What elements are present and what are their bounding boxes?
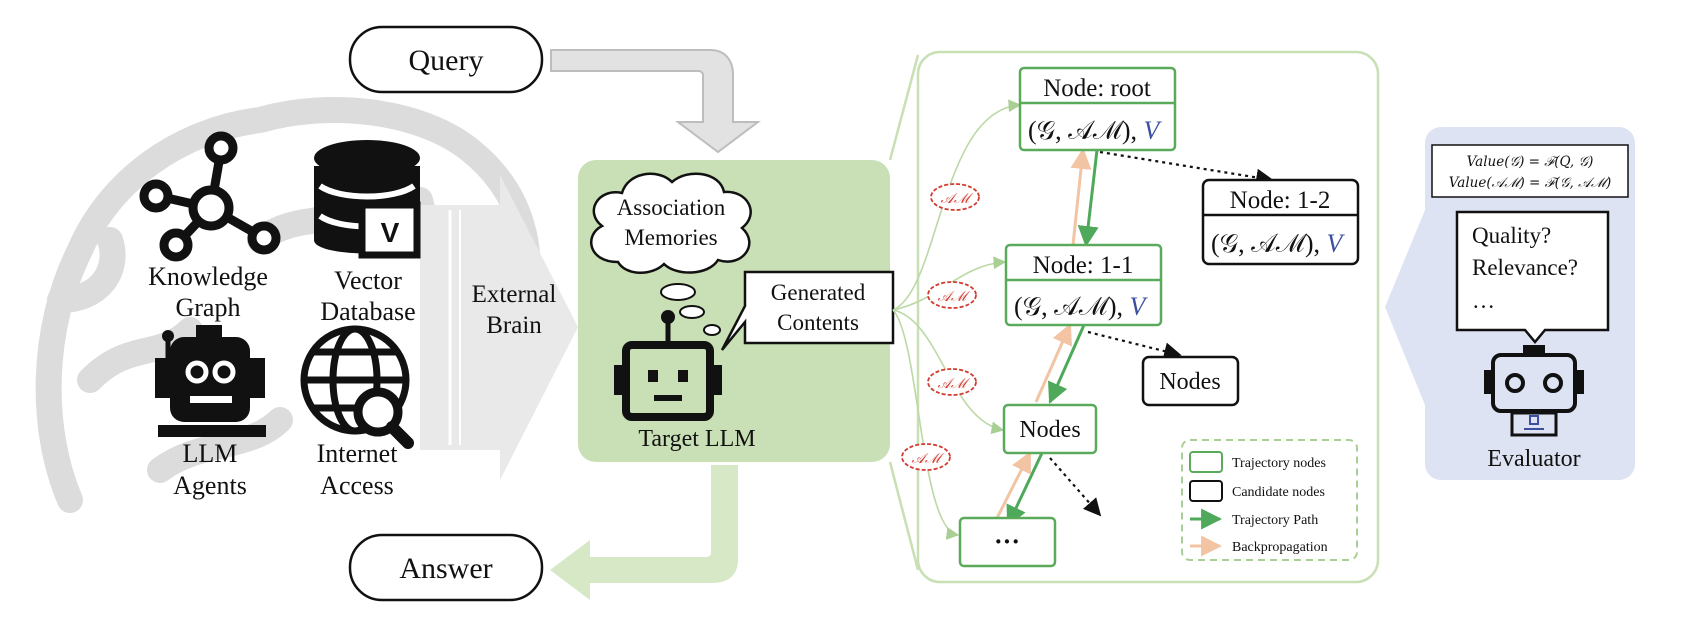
- node-1-2-value: V: [1327, 229, 1346, 258]
- node-1-2-state: (𝒢, 𝒜ℳ),: [1211, 229, 1327, 258]
- am-tag-text: 𝒜ℳ: [941, 191, 974, 207]
- knowledge-graph-icon: [139, 131, 281, 262]
- trajectory-nodes-label: Nodes: [1019, 417, 1080, 443]
- speech-label-1: Generated: [771, 280, 866, 305]
- evaluator-label: Evaluator: [1487, 446, 1580, 472]
- question-relevance: Relevance?: [1472, 255, 1578, 280]
- llm-agents-label-2: Agents: [173, 471, 247, 500]
- speech-bubble: Generated Contents: [720, 270, 895, 351]
- node-1-1: Node: 1-1 (𝒢, 𝒜ℳ), V: [1004, 243, 1163, 327]
- am-tag-text: 𝒜ℳ: [912, 451, 945, 467]
- legend-candidate-swatch: [1189, 480, 1223, 502]
- globe-search-icon: [300, 325, 414, 449]
- legend-trajectory-swatch: [1189, 451, 1223, 473]
- backpropagation-path: [994, 147, 1092, 521]
- evaluator-question-bubble: Quality? Relevance? …: [1455, 210, 1610, 344]
- question-quality: Quality?: [1472, 223, 1551, 248]
- node-1-2: Node: 1-2 (𝒢, 𝒜ℳ), V: [1201, 178, 1360, 266]
- trajectory-path: [1006, 149, 1099, 527]
- node-root-title: Node: root: [1043, 75, 1151, 102]
- svg-text:(𝒢, 𝒜ℳ), V: (𝒢, 𝒜ℳ), V: [1014, 292, 1149, 321]
- zoom-line-top: [888, 54, 920, 161]
- robot-agent-icon: [155, 325, 266, 437]
- internet-access-label-1: Internet: [317, 439, 399, 468]
- knowledge-graph-label-1: Knowledge: [148, 262, 268, 291]
- query-label: Query: [409, 44, 484, 77]
- node-1-1-state: (𝒢, 𝒜ℳ),: [1014, 292, 1130, 321]
- am-tag: 𝒜ℳ: [930, 183, 980, 211]
- am-tag-text: 𝒜ℳ: [938, 376, 971, 392]
- internet-access-label-2: Access: [320, 471, 394, 500]
- thought-label-1: Association: [617, 195, 726, 220]
- target-llm-robot-icon: [614, 310, 722, 421]
- svg-text:(𝒢, 𝒜ℳ), V: (𝒢, 𝒜ℳ), V: [1211, 229, 1346, 258]
- ellipsis-node: ···: [958, 516, 1057, 568]
- legend-candidate-nodes: Candidate nodes: [1232, 485, 1325, 500]
- svg-text:(𝒢, 𝒜ℳ), V: (𝒢, 𝒜ℳ), V: [1028, 116, 1163, 145]
- node-1-2-title: Node: 1-2: [1230, 187, 1331, 214]
- thought-label-2: Memories: [624, 225, 717, 250]
- knowledge-graph-label-2: Graph: [176, 293, 241, 322]
- evaluator-robot-icon: [1484, 345, 1584, 437]
- trajectory-nodes-box: Nodes: [1002, 403, 1098, 455]
- question-more: …: [1472, 288, 1495, 313]
- node-root-value: V: [1144, 116, 1163, 145]
- answer-pill: Answer: [348, 533, 544, 602]
- target-llm-title: Target LLM: [638, 426, 755, 452]
- external-brain-label-1: External: [472, 281, 557, 308]
- llm-agents-label-1: LLM: [183, 439, 238, 468]
- node-root-state: (𝒢, 𝒜ℳ),: [1028, 116, 1144, 145]
- vector-badge: V: [381, 217, 400, 248]
- vector-database-label-2: Database: [320, 297, 415, 326]
- thought-cloud: Association Memories: [590, 172, 752, 336]
- legend: Trajectory nodes Candidate nodes Traject…: [1181, 439, 1358, 561]
- node-root: Node: root (𝒢, 𝒜ℳ), V: [1018, 66, 1177, 152]
- am-tag-text: 𝒜ℳ: [938, 289, 971, 305]
- am-tag: 𝒜ℳ: [927, 368, 977, 396]
- zoom-line-bottom: [888, 461, 920, 571]
- database-icon: [314, 140, 421, 259]
- ellipsis-label: ···: [994, 527, 1020, 556]
- evaluator-formula-box: Value(𝒢) = ℱ(Q, 𝒢) Value(𝒜ℳ) = ℱ(𝒢, 𝒜ℳ): [1431, 144, 1629, 198]
- vector-database-label-1: Vector: [334, 266, 402, 295]
- answer-label: Answer: [399, 552, 492, 585]
- candidate-nodes-box: Nodes: [1141, 355, 1240, 407]
- formula-graph: Value(𝒢) = ℱ(Q, 𝒢): [1467, 154, 1594, 170]
- node-1-1-title: Node: 1-1: [1033, 252, 1134, 279]
- am-tag: 𝒜ℳ: [927, 281, 977, 309]
- legend-trajectory-path: Trajectory Path: [1232, 513, 1318, 528]
- query-to-llm-arrow: [550, 49, 761, 154]
- external-brain-label-2: Brain: [486, 312, 542, 339]
- formula-am: Value(𝒜ℳ) = ℱ(𝒢, 𝒜ℳ): [1449, 175, 1611, 191]
- speech-label-2: Contents: [777, 310, 859, 335]
- legend-trajectory-nodes: Trajectory nodes: [1232, 456, 1326, 471]
- llm-to-answer-arrow: [550, 465, 738, 600]
- candidate-nodes-label: Nodes: [1159, 369, 1220, 395]
- query-pill: Query: [348, 25, 544, 94]
- brain-to-llm-arrow: [420, 175, 578, 480]
- am-tag: 𝒜ℳ: [901, 443, 951, 471]
- candidate-arrows: [1049, 150, 1274, 517]
- node-1-1-value: V: [1130, 292, 1149, 321]
- legend-backpropagation: Backpropagation: [1232, 540, 1328, 555]
